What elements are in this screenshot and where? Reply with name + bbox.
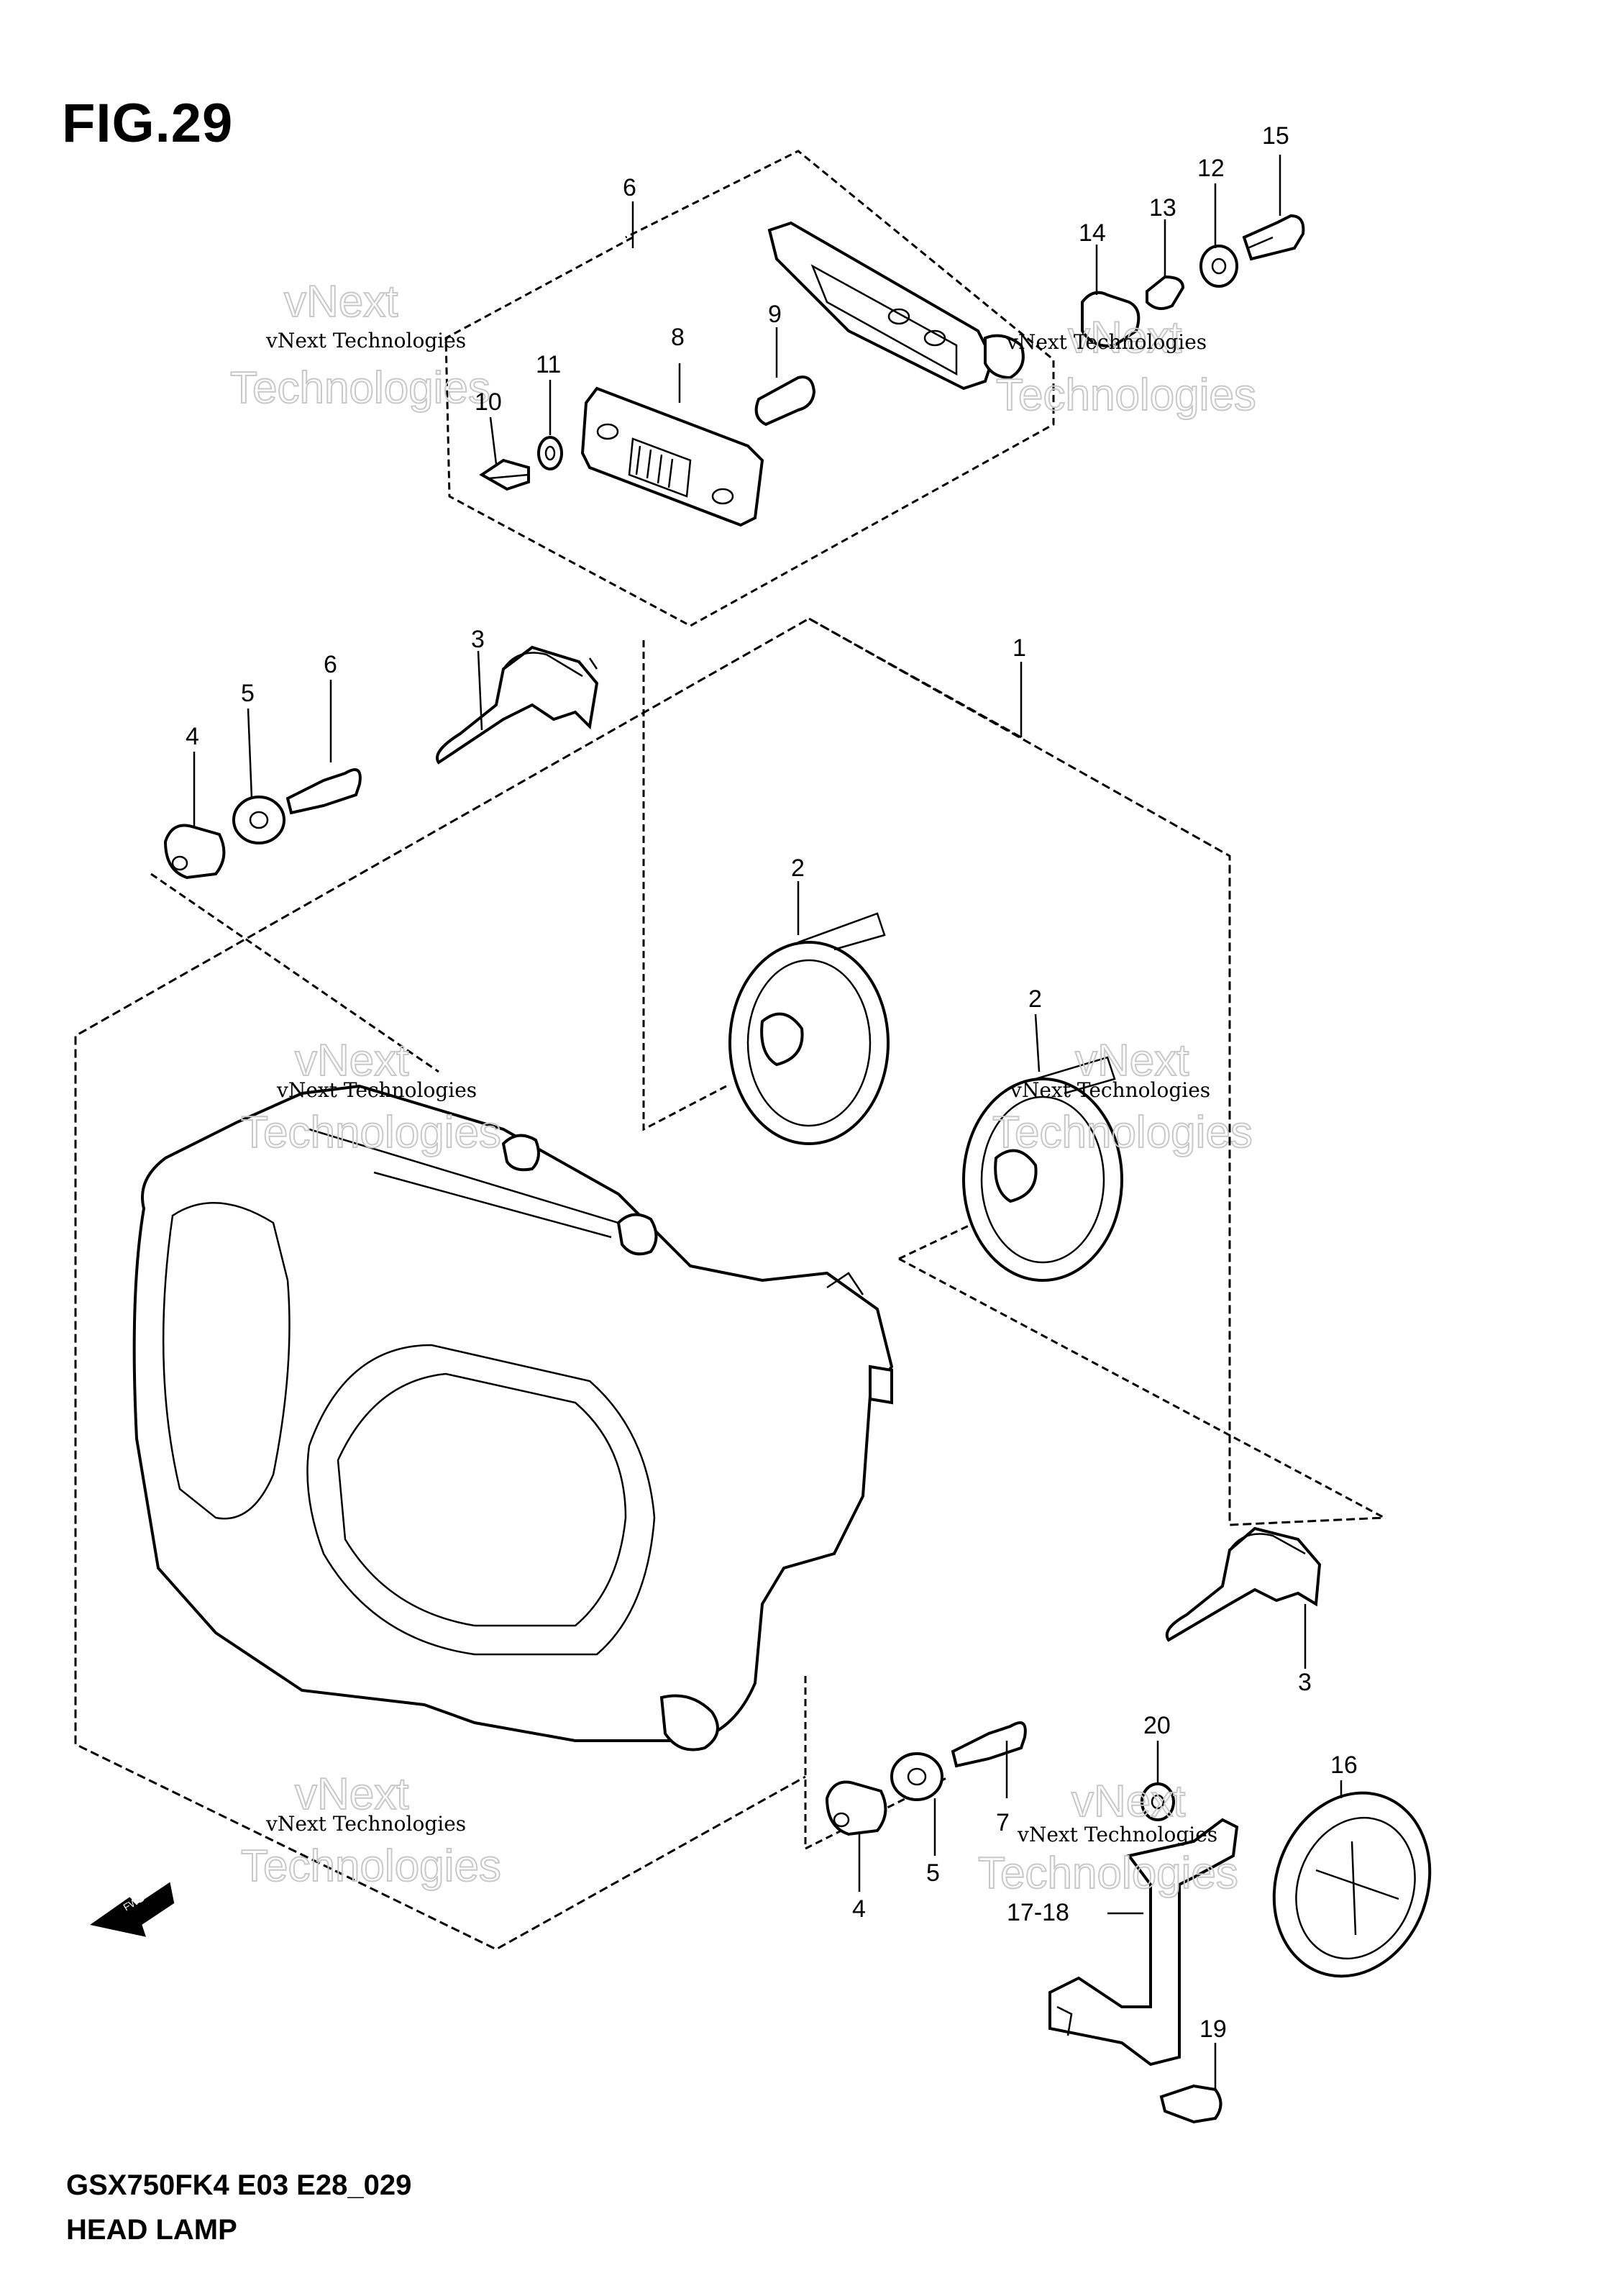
part-17-18-bracket bbox=[1048, 1818, 1239, 2067]
callout-17-18: 17-18 bbox=[1007, 1899, 1069, 1926]
callout-13: 13 bbox=[1149, 194, 1176, 222]
watermark-group: vNext Technologies vNext Technologies vN… bbox=[229, 276, 1257, 1899]
watermark-big-top-2: vNext bbox=[1068, 313, 1181, 363]
watermark-small-2: vNext Technologies bbox=[1006, 330, 1207, 354]
figure-title: FIG.29 bbox=[62, 93, 234, 154]
callout-10: 10 bbox=[475, 388, 502, 416]
callout-8: 8 bbox=[671, 324, 685, 351]
callout-11: 11 bbox=[536, 351, 561, 378]
front-arrow-icon: FWD bbox=[90, 1882, 175, 1937]
watermark-big-top-3: vNext bbox=[295, 1036, 408, 1085]
part-3-bulb-upper bbox=[436, 645, 599, 765]
part-19-screw bbox=[1159, 2084, 1222, 2124]
part-16-cap bbox=[1272, 1791, 1432, 1978]
part-4-grommet-lower bbox=[825, 1780, 887, 1836]
watermark-small-4: vNext Technologies bbox=[1010, 1078, 1210, 1102]
part-15-bolt bbox=[1242, 214, 1305, 261]
callout-19: 19 bbox=[1199, 2015, 1227, 2043]
callout-1: 1 bbox=[1013, 634, 1026, 662]
callout-6b: 7 bbox=[996, 1809, 1010, 1836]
part-4-grommet-upper bbox=[163, 824, 226, 880]
watermark-big-bottom-2: Technologies bbox=[996, 370, 1256, 420]
callout-labels: 6 8 9 10 11 12 13 14 15 1 2 2 3 3 4 4 5 … bbox=[186, 122, 1358, 2043]
part-10-screw bbox=[479, 458, 530, 491]
part-11-washer bbox=[537, 436, 563, 470]
callout-20: 20 bbox=[1143, 1712, 1171, 1739]
part-2-socket-left bbox=[728, 912, 890, 1145]
callout-14: 14 bbox=[1079, 219, 1106, 247]
part-1-headlamp-body bbox=[132, 1084, 894, 1751]
part-5-washer-lower bbox=[890, 1752, 943, 1801]
part-6-bolt-lower bbox=[951, 1721, 1027, 1768]
upper-assembly-box bbox=[444, 150, 1055, 627]
part-8-lens-plate bbox=[580, 386, 764, 527]
watermark-small-3: vNext Technologies bbox=[276, 1078, 477, 1102]
leader-10 bbox=[489, 416, 498, 465]
watermark-big-bottom-4: Technologies bbox=[992, 1108, 1253, 1157]
callout-2b: 2 bbox=[1028, 985, 1042, 1013]
main-assembly-box bbox=[74, 617, 1385, 1951]
watermark-big-top-1: vNext bbox=[284, 277, 398, 327]
part-9-bulb bbox=[754, 375, 816, 427]
callout-3a: 3 bbox=[471, 626, 485, 653]
callout-5a: 5 bbox=[241, 680, 255, 707]
part-12-washer bbox=[1199, 245, 1238, 288]
leader-2b bbox=[1034, 1013, 1041, 1072]
callout-4b: 4 bbox=[852, 1895, 866, 1923]
watermark-small-5: vNext Technologies bbox=[265, 1812, 466, 1836]
part-6-bolt-upper bbox=[285, 768, 362, 815]
part-14-grommet bbox=[1081, 291, 1141, 347]
part-2-socket-right bbox=[962, 1056, 1123, 1282]
model-code: GSX750FK4 E03 E28_029 bbox=[66, 2169, 412, 2201]
part-3-bulb-lower bbox=[1165, 1526, 1322, 1642]
callout-16: 16 bbox=[1330, 1751, 1358, 1779]
watermark-big-bottom-1: Technologies bbox=[230, 363, 490, 413]
callout-5b: 5 bbox=[926, 1859, 940, 1887]
watermark-small-6: vNext Technologies bbox=[1017, 1823, 1217, 1846]
callout-12: 12 bbox=[1197, 155, 1225, 182]
watermark-big-top-5: vNext bbox=[295, 1769, 408, 1819]
part-mount-bracket bbox=[767, 221, 1025, 391]
watermark-big-bottom-3: Technologies bbox=[241, 1108, 501, 1157]
watermark-big-bottom-5: Technologies bbox=[241, 1841, 501, 1891]
leader-3a bbox=[477, 650, 483, 731]
watermark-small-1: vNext Technologies bbox=[265, 329, 466, 352]
watermark-big-top-6: vNext bbox=[1071, 1777, 1185, 1826]
callout-9: 9 bbox=[768, 301, 782, 328]
figure-name: HEAD LAMP bbox=[66, 2214, 237, 2246]
callout-15: 15 bbox=[1262, 122, 1289, 150]
leader-5a bbox=[247, 708, 253, 799]
callout-4a: 4 bbox=[186, 723, 199, 750]
callout-3b: 3 bbox=[1298, 1669, 1312, 1696]
watermark-big-bottom-6: Technologies bbox=[978, 1849, 1238, 1898]
callout-7: 6 bbox=[623, 174, 636, 201]
part-5-washer-upper bbox=[232, 796, 285, 844]
callout-6a: 6 bbox=[324, 651, 337, 678]
part-13-collar bbox=[1146, 275, 1185, 310]
callout-2a: 2 bbox=[791, 855, 805, 882]
watermark-big-top-4: vNext bbox=[1075, 1036, 1189, 1085]
